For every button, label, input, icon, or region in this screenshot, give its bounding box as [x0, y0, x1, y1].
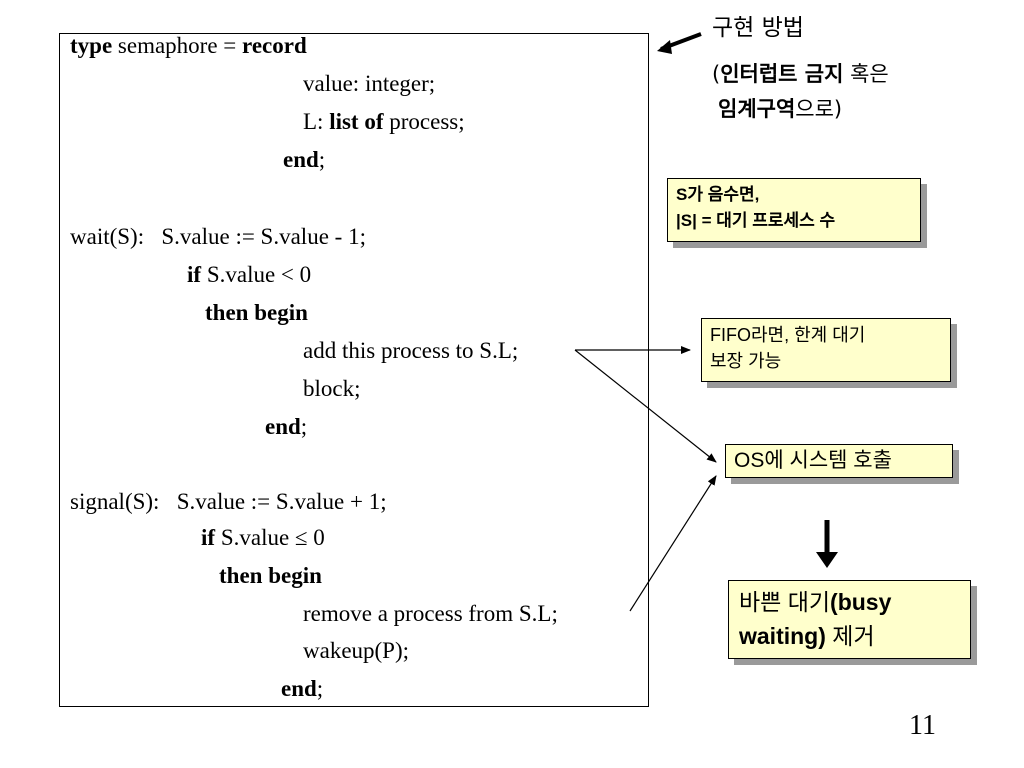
implementation-method-title: 구현 방법	[712, 15, 804, 41]
code-line-signal-if: if S.value ≤ 0	[201, 525, 325, 551]
fifo-note: FIFO라면, 한계 대기 보장 가능	[701, 318, 951, 382]
interrupt-disable-text: 인터럽트 금지	[720, 62, 844, 86]
code-line-list: L: list of process;	[303, 109, 465, 135]
code-line-type: type semaphore = record	[70, 33, 307, 59]
code-line-wait-if: if S.value < 0	[187, 262, 311, 288]
by-text: 으로)	[795, 97, 843, 121]
page-number: 11	[909, 710, 936, 741]
code-line-wakeup: wakeup(P);	[303, 638, 410, 663]
code-line-wait: wait(S): S.value := S.value - 1;	[70, 224, 366, 249]
open-paren: (	[712, 62, 721, 86]
if-keyword: if	[201, 525, 216, 550]
if-keyword: if	[187, 262, 202, 287]
implementation-method-line2: (인터럽트 금지 혹은	[712, 60, 889, 88]
method-pointer-arrowhead	[657, 40, 672, 54]
or-text: 혹은	[843, 62, 889, 86]
record-keyword: record	[242, 33, 307, 58]
signal-condition: S.value ≤ 0	[215, 525, 325, 550]
type-declaration-text: semaphore =	[112, 33, 243, 58]
wakeup-syscall-arrow	[629, 475, 717, 612]
code-line-signal-end: end;	[281, 676, 323, 702]
end-keyword: end	[283, 147, 319, 172]
syscall-text: OS에 시스템 호출	[734, 449, 892, 472]
semicolon: ;	[318, 147, 326, 172]
wait-condition: S.value < 0	[201, 262, 312, 287]
code-line-wait-then-begin: then begin	[205, 300, 308, 325]
busy-korean: 바쁜 대기	[739, 589, 831, 615]
code-line-signal: signal(S): S.value := S.value + 1;	[70, 489, 387, 514]
waiting-count-text: = 대기 프로세스 수	[696, 211, 836, 230]
semaphore-code-box	[59, 33, 649, 707]
code-line-value: value: integer;	[303, 71, 436, 96]
code-line-add-process: add this process to S.L;	[303, 338, 519, 363]
critical-section-text: 임계구역	[718, 97, 796, 121]
busy-waiting-note: 바쁜 대기(busy waiting) 제거	[728, 580, 971, 659]
s-symbol: S	[676, 185, 688, 204]
negative-text: 가 음수면,	[687, 185, 760, 204]
waiting-english: waiting)	[739, 623, 826, 649]
list-prefix: L:	[303, 109, 330, 134]
code-line-wait-end: end;	[265, 414, 307, 440]
negative-s-line2: |S| = 대기 프로세스 수	[676, 208, 912, 234]
down-arrow-head	[816, 552, 838, 568]
end-keyword: end	[265, 414, 301, 439]
implementation-method-line3: 임계구역으로)	[718, 95, 842, 123]
end-keyword: end	[281, 676, 317, 701]
remove-korean: 제거	[825, 623, 875, 649]
syscall-note: OS에 시스템 호출	[725, 444, 953, 478]
fifo-line2: 보장 가능	[710, 351, 782, 371]
code-line-end-record: end;	[283, 147, 325, 173]
abs-s-symbol: |S|	[676, 211, 697, 230]
type-keyword: type	[70, 33, 113, 58]
busy-english: (busy	[830, 589, 892, 615]
code-line-block: block;	[303, 376, 361, 401]
semicolon: ;	[316, 676, 324, 701]
code-line-signal-then-begin: then begin	[219, 563, 322, 588]
list-of-keyword: list of	[329, 109, 384, 134]
code-line-remove-process: remove a process from S.L;	[303, 601, 558, 626]
negative-s-line1: S가 음수면,	[676, 182, 912, 208]
list-suffix: process;	[383, 109, 465, 134]
negative-s-note: S가 음수면, |S| = 대기 프로세스 수	[667, 178, 921, 242]
busy-line1: 바쁜 대기(busy	[739, 585, 960, 619]
block-syscall-arrow	[574, 349, 717, 463]
busy-line2: waiting) 제거	[739, 619, 960, 653]
fifo-line1: FIFO라면, 한계 대기	[710, 325, 866, 345]
semicolon: ;	[300, 414, 308, 439]
